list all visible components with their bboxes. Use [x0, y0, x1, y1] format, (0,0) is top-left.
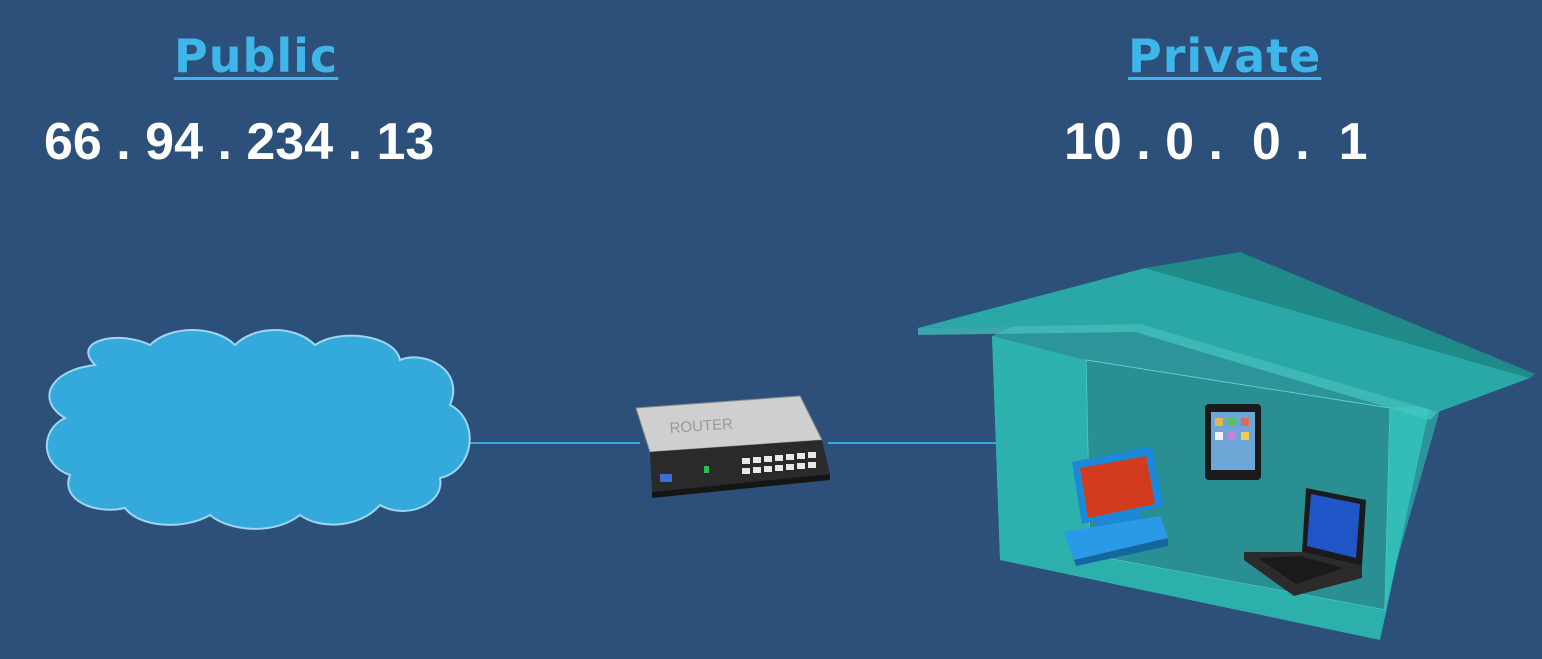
- router-label: ROUTER: [669, 416, 734, 437]
- desktop-computer-icon: [1064, 446, 1168, 566]
- public-heading: Public: [174, 29, 339, 83]
- tablet-icon: [1205, 404, 1261, 480]
- router-ports: [742, 452, 816, 474]
- cloud-icon: [45, 329, 471, 530]
- private-heading: Private: [1128, 29, 1322, 83]
- router-status-led: [704, 466, 709, 473]
- public-ip-address: 66 . 94 . 234 . 13: [44, 113, 435, 171]
- laptop-icon: [1244, 488, 1366, 596]
- router-icon: ROUTER: [635, 395, 830, 498]
- router-power-led: [660, 474, 672, 482]
- private-ip-address: 10 . 0 . 0 . 1: [1064, 113, 1368, 171]
